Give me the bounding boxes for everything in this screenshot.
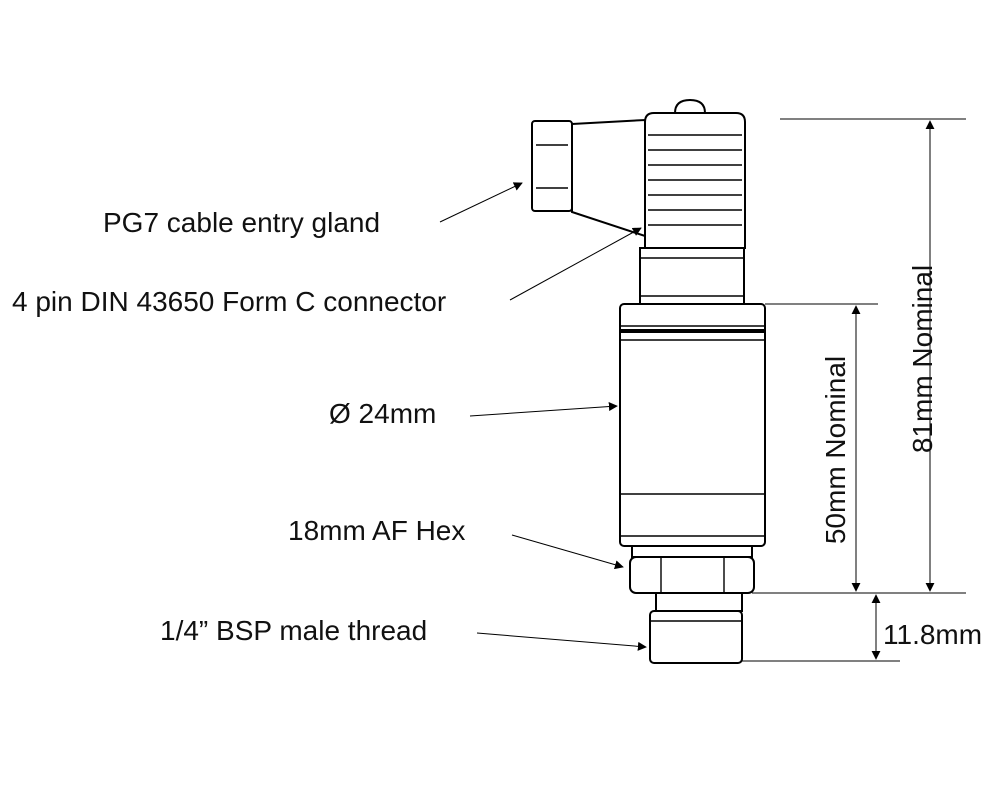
thread-shape [649,592,743,664]
extension-lines [742,118,966,662]
sensor-body [619,303,766,547]
leader-connector [509,227,642,301]
label-body-dimension: 50mm Nominal [820,355,851,545]
connector-ribs [648,134,742,226]
label-overall-dimension: 81mm Nominal [907,264,938,454]
label-connector: 4 pin DIN 43650 Form C connector [12,286,447,317]
leader-diameter [469,402,618,417]
label-thread-dimension: 11.8mm [883,619,983,650]
hex-nut [629,545,755,594]
cable-gland-shape [531,118,646,238]
din-connector-head [644,98,746,249]
leader-hex [511,534,624,570]
label-cable-gland: PG7 cable entry gland [103,207,381,238]
label-thread: 1/4” BSP male thread [160,615,428,646]
label-diameter: Ø 24mm [329,398,437,429]
connector-neck [639,247,745,305]
leader-thread [476,632,647,651]
leader-cable-gland [439,182,523,223]
label-hex: 18mm AF Hex [288,515,466,546]
